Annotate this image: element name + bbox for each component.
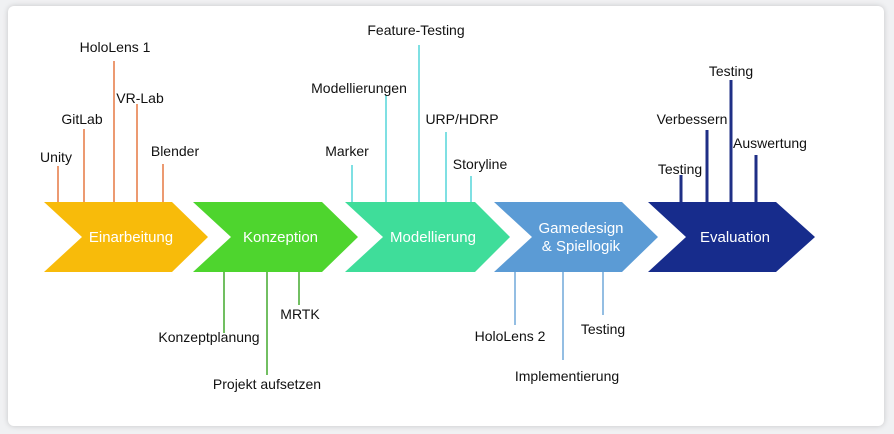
phase-chevron	[648, 202, 815, 272]
task-label: Testing	[709, 63, 753, 79]
task-label: Unity	[40, 149, 72, 165]
task-label: Testing	[581, 321, 625, 337]
task-label: HoloLens 1	[80, 39, 151, 55]
task-label: Testing	[658, 161, 702, 177]
phase-3: Marker Modellierungen Feature-TestingURP/H…	[311, 22, 510, 272]
task-label: GitLab	[61, 111, 102, 127]
phase-label: Gamedesign& Spiellogik	[538, 220, 623, 255]
task-label: Feature-Testing	[367, 22, 464, 38]
phase-5: TestingVerbessernTestingAuswertungEvalua…	[648, 63, 815, 272]
task-label: Blender	[151, 143, 200, 159]
phase-label: Modellierung	[390, 229, 476, 246]
task-label: Implementierung	[515, 368, 619, 384]
task-label: Auswertung	[733, 135, 807, 151]
task-label: Marker	[325, 143, 369, 159]
task-label: VR-Lab	[116, 90, 164, 106]
phase-label: Evaluation	[700, 229, 770, 246]
task-label: MRTK	[280, 306, 320, 322]
task-label: Konzeptplanung	[158, 329, 259, 345]
phase-label: Einarbeitung	[89, 229, 173, 246]
task-label: URP/HDRP	[425, 111, 498, 127]
phase-chevron	[44, 202, 208, 272]
phase-label: Konzeption	[243, 229, 318, 246]
task-label: Verbessern	[657, 111, 728, 127]
task-label: Projekt aufsetzen	[213, 376, 321, 392]
phase-chevron	[494, 202, 658, 272]
phase-4: HoloLens 2 Implementierung Testing Gamedesi…	[475, 202, 658, 384]
phase-1: Unity GitLab HoloLens 1 VR-LabBlenderEinarb…	[40, 39, 208, 272]
task-label: Storyline	[453, 156, 508, 172]
task-label: Modellierungen	[311, 80, 407, 96]
task-label: HoloLens 2	[475, 328, 546, 344]
phase-chevron	[345, 202, 510, 272]
phase-chevron	[193, 202, 358, 272]
